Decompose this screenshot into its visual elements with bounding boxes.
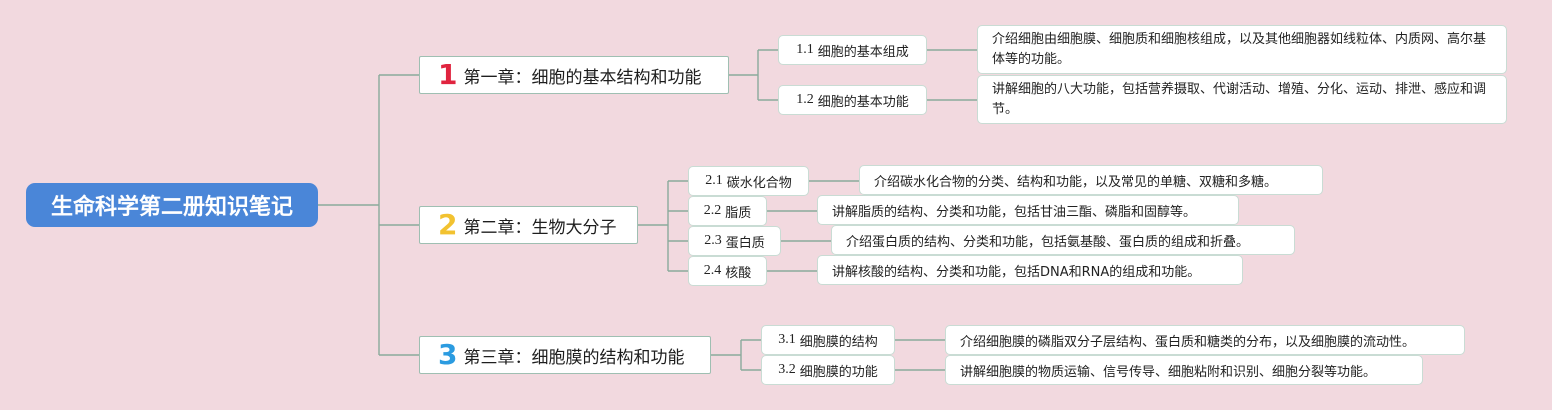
section-3-1[interactable]: 3.1 细胞膜的结构	[761, 325, 895, 355]
section-code: 2.3	[704, 233, 722, 248]
section-code: 1.1	[796, 42, 814, 57]
section-2-3-description: 介绍蛋白质的结构、分类和功能，包括氨基酸、蛋白质的组成和折叠。	[831, 225, 1295, 255]
section-title: 碳水化合物	[726, 175, 792, 191]
section-title: 细胞膜的功能	[799, 364, 878, 380]
section-2-4-description: 讲解核酸的结构、分类和功能，包括DNA和RNA的组成和功能。	[817, 255, 1243, 285]
root-topic[interactable]: 生命科学第二册知识笔记	[26, 183, 318, 227]
section-title: 脂质	[725, 205, 752, 221]
section-2-1-description: 介绍碳水化合物的分类、结构和功能，以及常见的单糖、双糖和多糖。	[859, 165, 1323, 195]
section-code: 3.2	[778, 362, 796, 377]
chapter-2-number: 2	[438, 208, 458, 241]
section-code: 2.4	[703, 263, 722, 278]
chapter-3-title: 第三章：细胞膜的结构和功能	[463, 347, 685, 368]
section-2-4[interactable]: 2.4 核酸	[688, 256, 767, 286]
section-code: 1.2	[796, 92, 814, 107]
section-2-2-description: 讲解脂质的结构、分类和功能，包括甘油三酯、磷脂和固醇等。	[817, 195, 1239, 225]
section-title: 细胞的基本组成	[817, 44, 909, 60]
section-1-2[interactable]: 1.2 细胞的基本功能	[778, 85, 927, 115]
section-2-1[interactable]: 2.1 碳水化合物	[688, 166, 809, 196]
section-1-1[interactable]: 1.1 细胞的基本组成	[778, 35, 927, 65]
section-2-3[interactable]: 2.3 蛋白质	[688, 226, 781, 256]
chapter-1-number: 1	[438, 58, 458, 91]
chapter-2-node[interactable]: 2 第二章：生物大分子	[419, 206, 638, 244]
section-code: 2.1	[705, 173, 723, 188]
section-3-2[interactable]: 3.2 细胞膜的功能	[761, 355, 895, 385]
section-title: 核酸	[725, 265, 752, 281]
chapter-3-number: 3	[438, 338, 458, 371]
chapter-1-title: 第一章：细胞的基本结构和功能	[463, 67, 702, 88]
section-3-2-description: 讲解细胞膜的物质运输、信号传导、细胞粘附和识别、细胞分裂等功能。	[945, 355, 1423, 385]
section-title: 细胞的基本功能	[817, 94, 909, 110]
chapter-2-title: 第二章：生物大分子	[463, 217, 617, 238]
section-code: 3.1	[778, 332, 796, 347]
section-title: 细胞膜的结构	[799, 334, 878, 350]
chapter-1-node[interactable]: 1 第一章：细胞的基本结构和功能	[419, 56, 729, 94]
chapter-3-node[interactable]: 3 第三章：细胞膜的结构和功能	[419, 336, 711, 374]
section-1-2-description: 讲解细胞的八大功能，包括营养摄取、代谢活动、增殖、分化、运动、排泄、感应和调节。	[977, 75, 1507, 124]
section-1-1-description: 介绍细胞由细胞膜、细胞质和细胞核组成，以及其他细胞器如线粒体、内质网、高尔基体等…	[977, 25, 1507, 74]
section-title: 蛋白质	[725, 235, 765, 251]
section-2-2[interactable]: 2.2 脂质	[688, 196, 767, 226]
section-3-1-description: 介绍细胞膜的磷脂双分子层结构、蛋白质和糖类的分布，以及细胞膜的流动性。	[945, 325, 1465, 355]
section-code: 2.2	[703, 203, 722, 218]
